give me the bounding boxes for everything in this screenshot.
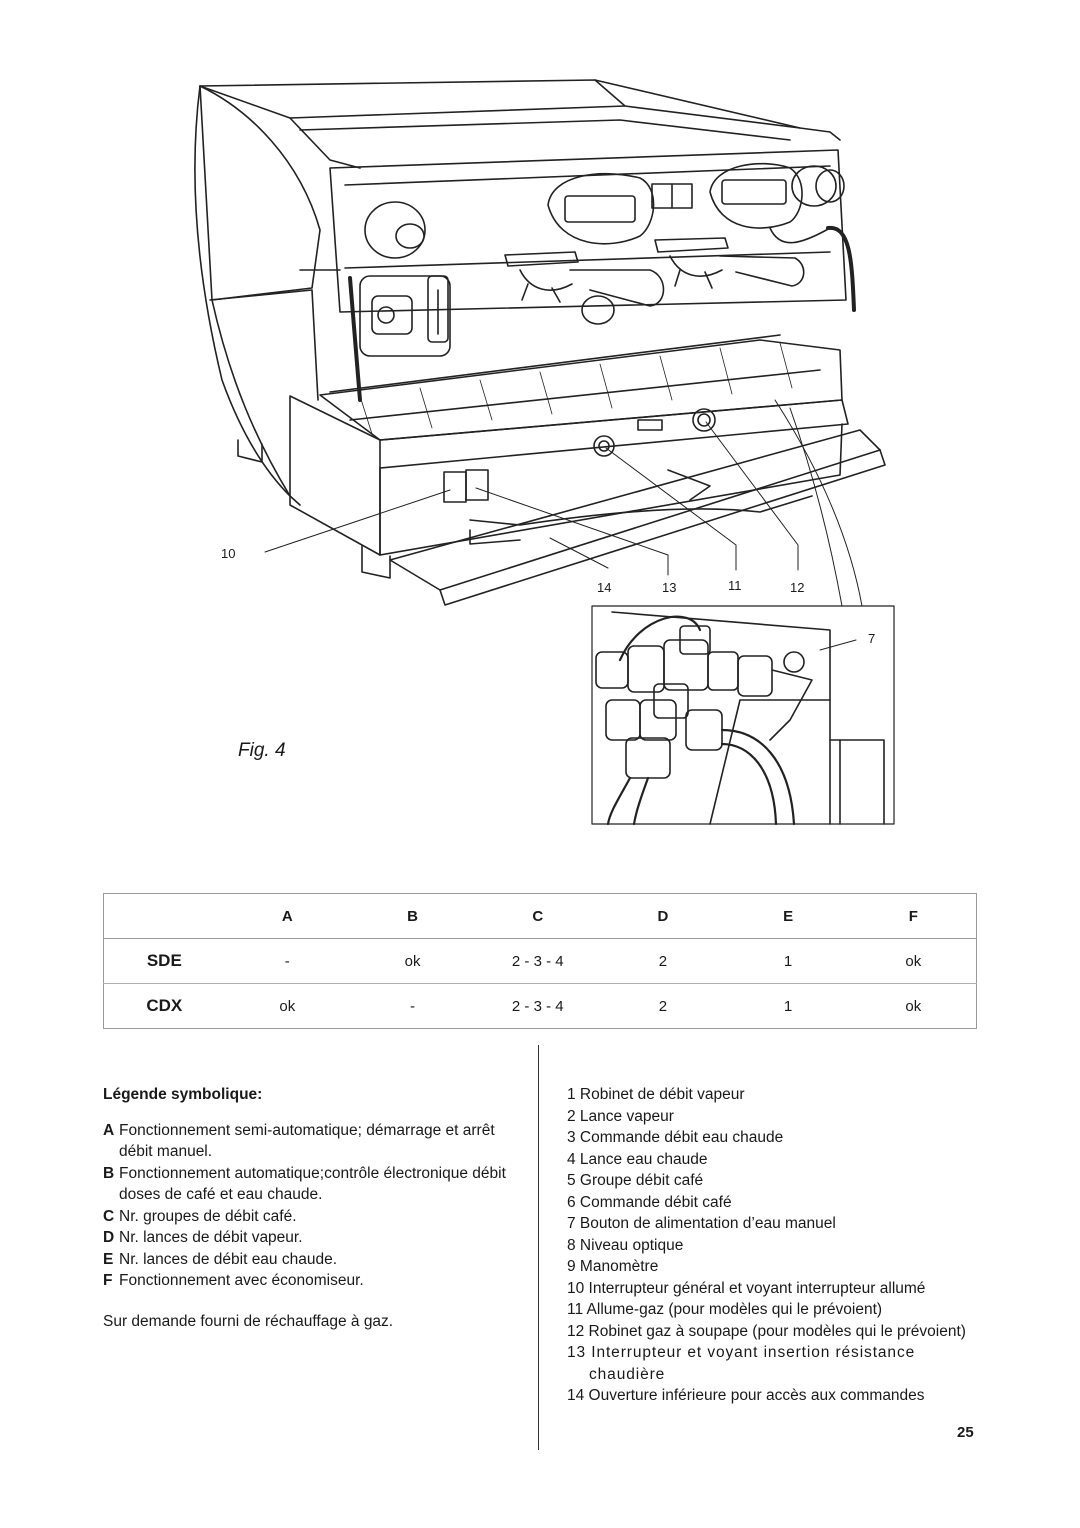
table-cell: 1 — [783, 997, 793, 1015]
legend-item: F Fonctionnement avec économiseur. — [103, 1270, 528, 1292]
callout-13: 13 — [662, 580, 677, 595]
legend-key: E — [103, 1250, 114, 1268]
legend-key: F — [103, 1272, 113, 1289]
component-item: 4 Lance eau chaude — [567, 1150, 708, 1168]
espresso-machine-illustration — [194, 79, 895, 826]
component-item: 8 Niveau optique — [567, 1236, 684, 1254]
column-divider — [538, 1045, 539, 1450]
model-name: SDE — [146, 951, 182, 970]
figure-label: Fig. 4 — [238, 740, 286, 761]
component-item: 2 Lance vapeur — [567, 1107, 674, 1125]
table-header-cell: B — [407, 907, 418, 925]
component-item: 12 Robinet gaz à soupape (pour modèles q… — [567, 1322, 966, 1340]
table-header-cell — [104, 894, 225, 939]
component-item: 3 Commande débit eau chaude — [567, 1129, 784, 1146]
table-cell: 2 — [658, 952, 668, 970]
table-cell: 2 — [658, 997, 668, 1015]
callout-14: 14 — [597, 580, 612, 595]
legend-key: A — [103, 1121, 115, 1139]
table-header-cell: A — [281, 907, 293, 925]
legend-text: Fonctionnement avec économiseur. — [119, 1272, 364, 1289]
table-row: CDX ok - 2 - 3 - 4 2 1 ok — [104, 984, 977, 1029]
model-spec-table: A B C D E F SDE - ok 2 - 3 - 4 2 1 ok CD… — [103, 893, 977, 1029]
callout-7: 7 — [868, 631, 876, 646]
page-number: 25 — [957, 1424, 974, 1441]
component-item: 11 Allume-gaz (pour modèles qui le prévo… — [567, 1301, 883, 1318]
table-header-cell: E — [783, 907, 794, 925]
component-item: 5 Groupe débit café — [567, 1172, 704, 1189]
legend-key: B — [103, 1164, 115, 1182]
legend-key: C — [103, 1207, 115, 1225]
legend-item: E Nr. lances de débit eau chaude. — [103, 1249, 528, 1271]
legend-text: Nr. groupes de débit café. — [119, 1207, 297, 1225]
table-cell: 2 - 3 - 4 — [511, 952, 564, 970]
table-header-cell: C — [532, 907, 544, 925]
component-item: 13 Interrupteur et voyant insertion rési… — [567, 1344, 916, 1383]
table-cell: 1 — [783, 952, 793, 970]
table-cell: ok — [905, 952, 922, 970]
table-cell: ok — [279, 997, 296, 1015]
table-row: SDE - ok 2 - 3 - 4 2 1 ok — [103, 939, 977, 984]
table-cell: - — [410, 997, 416, 1015]
gas-heating-note: Sur demande fourni de réchauffage à gaz. — [103, 1312, 394, 1330]
legend-title: Légende symbolique: — [103, 1086, 263, 1103]
table-cell: 2 - 3 - 4 — [511, 997, 564, 1015]
component-list: 1 Robinet de débit vapeur 2 Lance vapeur… — [567, 1084, 979, 1407]
legend-text: Nr. lances de débit eau chaude. — [119, 1250, 338, 1268]
table-header-cell: D — [657, 907, 669, 925]
table-cell: ok — [404, 952, 421, 970]
legend-text: Nr. lances de débit vapeur. — [119, 1229, 303, 1246]
component-item: 10 Interrupteur général et voyant interr… — [567, 1279, 926, 1297]
table-cell: ok — [905, 997, 922, 1015]
callout-11: 11 — [728, 578, 742, 593]
component-item: 14 Ouverture inférieure pour accès aux c… — [567, 1387, 925, 1404]
table-header-cell: F — [908, 907, 918, 925]
model-name: CDX — [146, 996, 183, 1015]
legend-key: D — [103, 1229, 115, 1246]
legend-text: Fonctionnement automatique;contrôle élec… — [119, 1164, 506, 1204]
component-item: 9 Manomètre — [567, 1258, 659, 1275]
component-item: 1 Robinet de débit vapeur — [567, 1086, 745, 1103]
component-item: 6 Commande débit café — [567, 1193, 732, 1211]
callout-12: 12 — [790, 580, 805, 595]
component-item: 7 Bouton de alimentation d’eau manuel — [567, 1215, 836, 1232]
legend-text: Fonctionnement semi-automatique; démarra… — [119, 1121, 495, 1161]
table-cell: - — [284, 952, 290, 970]
callout-10: 10 — [221, 546, 236, 561]
table-header-row: A B C D E F — [103, 894, 977, 939]
